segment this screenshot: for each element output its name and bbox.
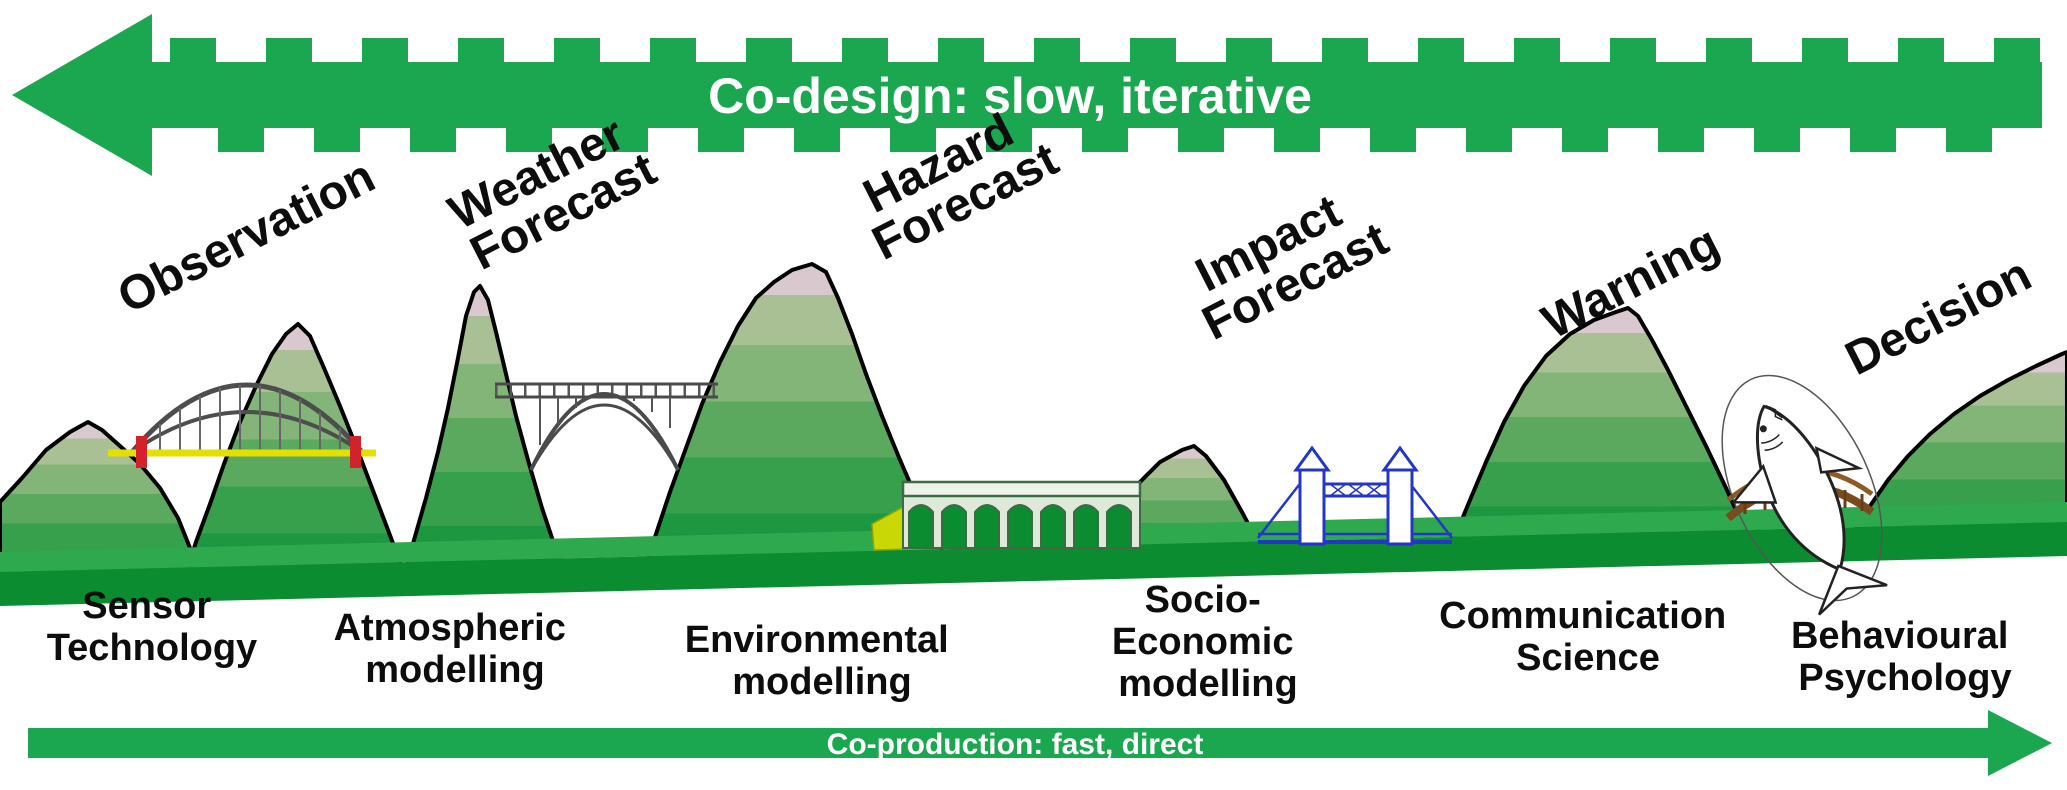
- discipline-label-line: Science: [1516, 637, 1660, 679]
- stage-label-line: Observation: [110, 150, 384, 324]
- discipline-label-communication-science: Communication Science: [1439, 595, 1737, 679]
- mountain-weather-forecast: [400, 284, 568, 588]
- arched-viaduct-icon: [901, 480, 1142, 549]
- discipline-label-environmental-modelling: Environmental modelling: [685, 619, 960, 703]
- harbour-bridge-pylon-right: [350, 436, 361, 468]
- discipline-label-line: modelling: [365, 649, 544, 691]
- discipline-label-line: Socio-: [1145, 579, 1261, 621]
- stage-label-weather-forecast: Weather Forecast: [441, 101, 666, 281]
- discipline-label-line: Communication: [1439, 595, 1726, 637]
- stage-label-impact-forecast: Impact Forecast: [1173, 172, 1396, 351]
- shark-sketch-icon: [1721, 374, 1888, 616]
- discipline-label-sensor-technology: Sensor Technology: [47, 585, 257, 669]
- stage-label-decision: Decision: [1837, 248, 2039, 386]
- steel-arch-bridge-icon: [495, 382, 718, 471]
- discipline-label-line: Sensor: [82, 585, 211, 627]
- codesign-arrow: Co-design: slow, iterative: [12, 14, 2042, 176]
- codesign-arrow-bar: [150, 62, 2042, 128]
- codesign-arrowhead-icon: [12, 14, 152, 176]
- ground-strip-dark: [0, 522, 2067, 606]
- discipline-label-socio-economic-modelling: Socio- Economic modelling: [1112, 579, 1304, 705]
- discipline-label-line: modelling: [1118, 663, 1297, 705]
- tower-bridge-icon: [1257, 445, 1453, 546]
- discipline-label-behavioural-psychology: Behavioural Psychology: [1791, 615, 2019, 699]
- discipline-label-line: Economic: [1112, 621, 1294, 663]
- discipline-label-line: Behavioural: [1791, 615, 2009, 657]
- discipline-label-line: Psychology: [1798, 657, 2011, 699]
- stage-label-line: Decision: [1837, 248, 2039, 386]
- coproduction-arrow: Co-production: fast, direct: [28, 710, 2052, 776]
- harbour-arch-bridge-icon: [108, 382, 376, 468]
- discipline-label-line: Environmental: [685, 619, 949, 661]
- coproduction-label: Co-production: fast, direct: [827, 728, 1204, 761]
- coproduction-arrowhead-icon: [1988, 710, 2052, 776]
- harbour-bridge-pylon-left: [136, 436, 147, 468]
- codesign-label: Co-design: slow, iterative: [708, 68, 1312, 124]
- discipline-label-line: Technology: [47, 627, 257, 669]
- stage-label-observation: Observation: [110, 150, 384, 324]
- coproduction-arrow-bar: [28, 728, 1988, 758]
- discipline-label-line: modelling: [732, 661, 911, 703]
- discipline-label-line: Atmospheric: [334, 607, 566, 649]
- discipline-label-atmospheric-modelling: Atmospheric modelling: [334, 607, 577, 691]
